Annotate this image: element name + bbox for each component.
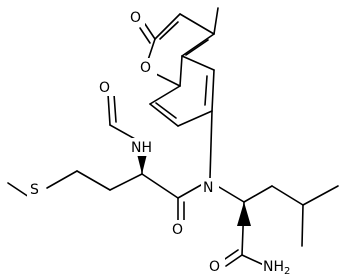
label-background-formyl-o bbox=[98, 78, 116, 96]
atom-label-terminal-carbonyl-o: O bbox=[209, 259, 220, 275]
atom-label-nh2: NH2 bbox=[263, 259, 290, 277]
bond-c3-c2 bbox=[154, 13, 181, 40]
atom-label-sulfur: S bbox=[30, 182, 39, 198]
bond-alpha-beta bbox=[109, 173, 143, 191]
label-background-sulfur bbox=[27, 180, 45, 198]
bond-formyl-c-o-second bbox=[113, 93, 117, 123]
bond-gamma-sulfur bbox=[46, 170, 78, 189]
bond-nh-formyl-c bbox=[109, 124, 136, 140]
bond-carbonyl-c-alpha bbox=[141, 173, 179, 199]
bond-gamma2-methyl-b bbox=[301, 204, 304, 247]
bond-formyl-c-o bbox=[107, 93, 111, 126]
bond-alpha2-beta2 bbox=[243, 185, 273, 203]
bond-amide-n-alpha2 bbox=[218, 186, 245, 203]
label-background-coumarin-ring-o bbox=[139, 58, 157, 76]
bond-beta2-gamma2 bbox=[271, 185, 304, 206]
bond-methyl-c4 bbox=[213, 7, 219, 35]
bond-c4-c3 bbox=[179, 13, 215, 35]
label-background-nh2 bbox=[262, 258, 298, 276]
label-background-coumarin-carbonyl-o bbox=[129, 8, 145, 26]
bond-c5-c6 bbox=[211, 69, 215, 112]
atom-label-coumarin-ring-o: O bbox=[140, 60, 151, 76]
bond-c4a-c4 bbox=[181, 33, 215, 57]
bond-c7-c8 bbox=[149, 103, 179, 127]
bond-gamma2-methyl-a bbox=[302, 185, 339, 206]
bond-c3-c2-inner bbox=[159, 21, 179, 40]
alpha-stereo-wedge bbox=[137, 154, 147, 174]
bond-sulfur-methyl bbox=[7, 182, 30, 198]
bond-o1-c8a bbox=[155, 73, 181, 87]
atom-label-formyl-o: O bbox=[99, 80, 110, 96]
label-background-amide-n bbox=[201, 178, 219, 196]
bond-c2-o1 bbox=[147, 38, 156, 61]
bond-c7-amide-n bbox=[209, 110, 213, 179]
bond-c2-carbonyl-o-second bbox=[139, 27, 151, 44]
bond-c2-carbonyl-o bbox=[144, 23, 156, 40]
label-background-nh bbox=[130, 138, 158, 156]
atom-label-amide-carbonyl-o: O bbox=[172, 222, 183, 238]
atom-label-nh2-main: NH bbox=[263, 259, 284, 275]
bond-c8-c8a bbox=[149, 85, 181, 105]
bond-c4-c4a-inner bbox=[185, 39, 209, 56]
atom-label-nh2-subscript: 2 bbox=[284, 266, 290, 277]
alpha2-stereo-wedge bbox=[237, 202, 251, 226]
bond-c4a-c5 bbox=[181, 55, 215, 71]
bond-c5-c6-inner bbox=[204, 75, 208, 106]
atom-label-amide-n: N bbox=[203, 180, 213, 196]
bond-amide-n-carbonyl-c bbox=[177, 184, 202, 199]
bond-c8a-c4a bbox=[179, 55, 183, 87]
bond-c6-c7 bbox=[177, 110, 213, 127]
atom-label-nh: NH bbox=[131, 140, 152, 156]
atom-labels: O O NH O N S O O NH2 bbox=[27, 8, 298, 277]
bond-c7-c8-inner bbox=[155, 102, 177, 119]
bond-terminal-c-o bbox=[225, 254, 243, 267]
label-background-amide-carbonyl-o bbox=[170, 220, 188, 238]
atom-label-coumarin-carbonyl-o: O bbox=[130, 10, 141, 26]
label-background-terminal-carbonyl-o bbox=[207, 258, 225, 276]
bond-beta-gamma bbox=[76, 170, 111, 191]
